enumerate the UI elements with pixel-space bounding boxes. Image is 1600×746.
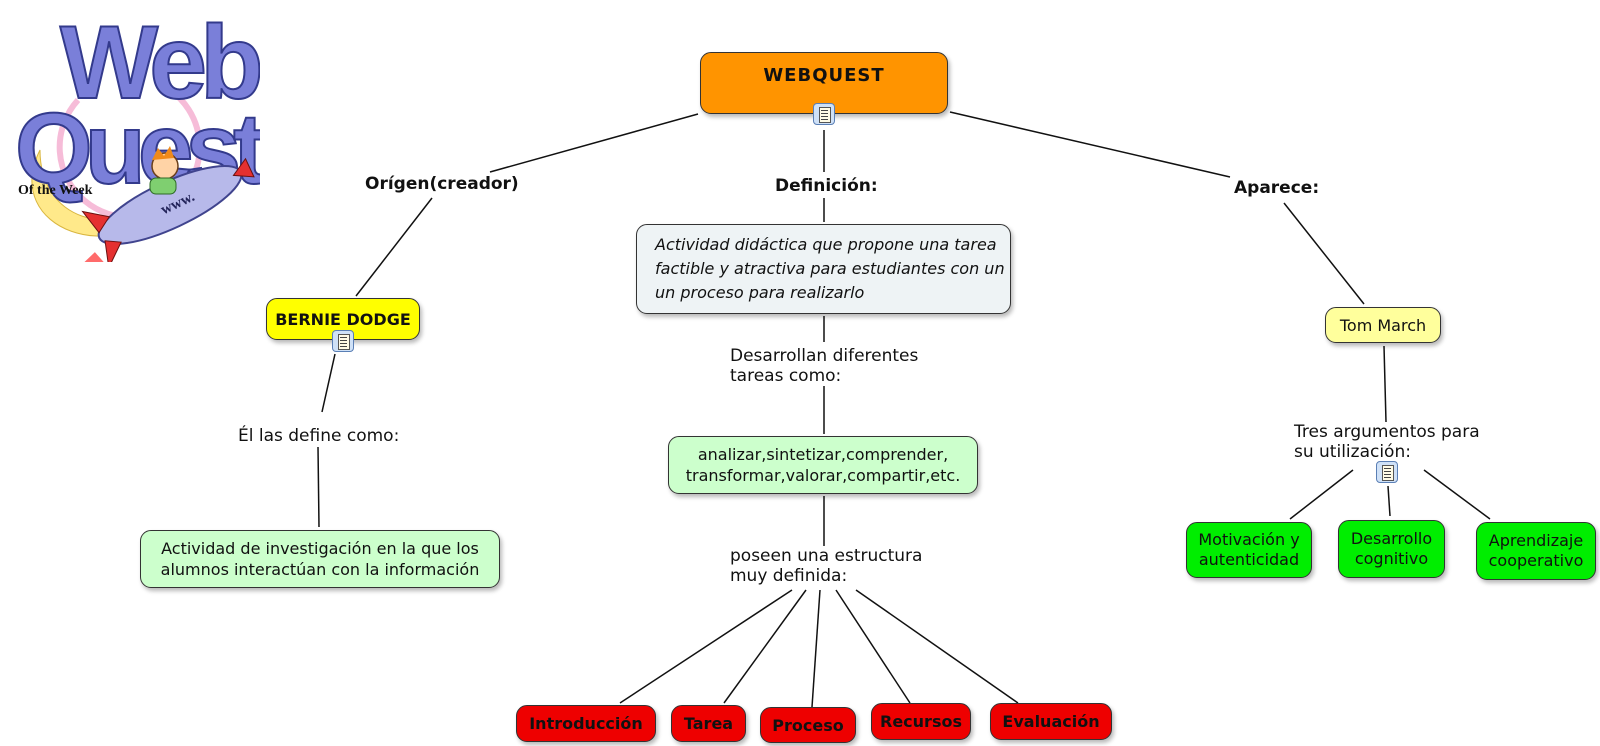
structure-node-recursos[interactable]: Recursos xyxy=(871,703,971,740)
structure-node-introduccion[interactable]: Introducción xyxy=(516,705,656,742)
structure-link-text: poseen una estructura muy definida: xyxy=(730,546,923,586)
connector-line xyxy=(949,111,1231,178)
connector-line xyxy=(317,446,320,528)
branch-label-appears: Aparece: xyxy=(1234,178,1320,198)
logo-word-web: Web xyxy=(60,5,260,121)
tasks-node[interactable]: analizar,sintetizar,comprender, transfor… xyxy=(668,436,978,494)
argument-label: Aprendizaje cooperativo xyxy=(1488,531,1584,570)
argument-node-desarrollo[interactable]: Desarrollo cognitivo xyxy=(1338,520,1445,578)
connector-line xyxy=(723,589,807,704)
rocket-flame xyxy=(81,252,109,262)
tasks-link-text: Desarrollan diferentes tareas como: xyxy=(730,346,919,386)
argument-node-motivacion[interactable]: Motivación y autenticidad xyxy=(1186,522,1312,578)
webquest-logo: Web Quest www. Of the Week xyxy=(14,4,260,262)
structure-node-evaluacion[interactable]: Evaluación xyxy=(990,703,1112,740)
definition-text: Actividad didáctica que propone una tare… xyxy=(655,235,1005,302)
origin-link-text: Él las define como: xyxy=(238,426,400,446)
connector-line xyxy=(835,589,911,704)
rocket-nose xyxy=(232,157,255,178)
logo-word-quest: Quest xyxy=(15,93,260,205)
resource-icon[interactable] xyxy=(813,103,835,125)
origin-definition-text: Actividad de investigación en la que los… xyxy=(160,539,480,579)
branch-label-origin: Orígen(creador) xyxy=(365,174,519,194)
root-label: WEBQUEST xyxy=(763,65,885,86)
resource-icon[interactable] xyxy=(332,330,354,352)
creator-label: BERNIE DODGE xyxy=(275,309,411,329)
arguments-link-text: Tres argumentos para su utilización: xyxy=(1294,422,1480,462)
connector-line xyxy=(355,197,433,297)
resource-icon[interactable] xyxy=(1376,461,1398,483)
connector-line xyxy=(1383,345,1387,423)
connector-line xyxy=(619,589,793,704)
author-label: Tom March xyxy=(1339,315,1427,335)
structure-label: Recursos xyxy=(880,712,962,731)
connector-line xyxy=(855,589,1019,704)
rocket-fin xyxy=(81,210,111,234)
connector-line xyxy=(1423,469,1491,520)
structure-label: Proceso xyxy=(772,715,844,735)
argument-node-aprendizaje[interactable]: Aprendizaje cooperativo xyxy=(1476,522,1596,580)
kid-rider-icon xyxy=(149,146,179,195)
structure-label: Introducción xyxy=(529,714,643,733)
logo-tagline: Of the Week xyxy=(18,183,93,198)
definition-node[interactable]: Actividad didáctica que propone una tare… xyxy=(636,224,1011,314)
connector-line xyxy=(489,113,699,173)
rocket-fin xyxy=(104,240,122,262)
argument-label: Desarrollo cognitivo xyxy=(1350,529,1433,568)
connector-line xyxy=(1289,469,1354,520)
structure-node-proceso[interactable]: Proceso xyxy=(760,707,856,743)
webquest-root-node[interactable]: WEBQUEST xyxy=(700,52,948,114)
origin-definition-node[interactable]: Actividad de investigación en la que los… xyxy=(140,530,500,588)
tasks-text: analizar,sintetizar,comprender, transfor… xyxy=(685,445,961,485)
connector-line xyxy=(321,353,336,413)
author-node[interactable]: Tom March xyxy=(1325,307,1441,343)
branch-label-definition: Definición: xyxy=(775,176,878,196)
connector-line xyxy=(1387,485,1391,517)
rocket-icon: www. xyxy=(81,157,255,262)
structure-node-tarea[interactable]: Tarea xyxy=(671,705,746,742)
structure-label: Evaluación xyxy=(1002,712,1100,731)
argument-label: Motivación y autenticidad xyxy=(1198,530,1300,569)
structure-label: Tarea xyxy=(683,714,734,733)
connector-line xyxy=(1283,202,1365,305)
connector-line xyxy=(811,589,821,708)
